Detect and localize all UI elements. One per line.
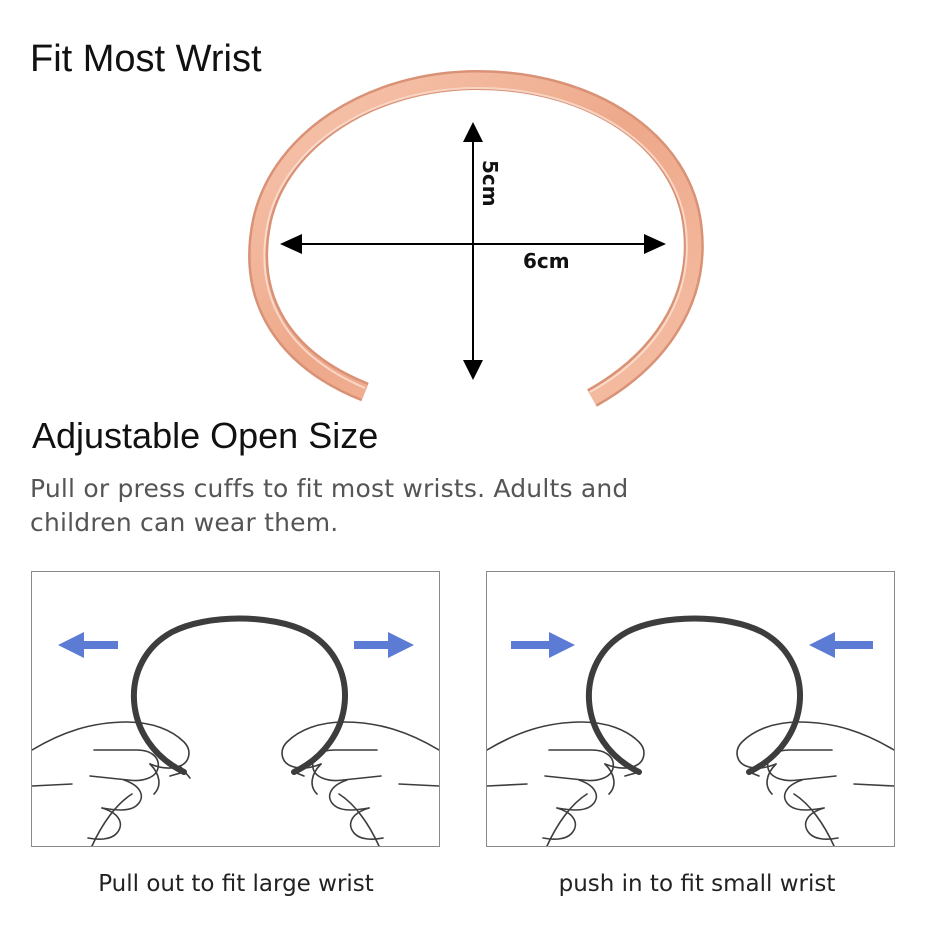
push-in-illustration — [486, 615, 895, 847]
pull-out-caption: Pull out to fit large wrist — [98, 871, 374, 897]
page-title: Fit Most Wrist — [30, 38, 262, 80]
arrow-left-icon — [58, 632, 118, 658]
bangle-diagram: 5cm 6cm — [248, 69, 704, 407]
section-title: Adjustable Open Size — [32, 415, 379, 456]
right-hand-icon — [736, 721, 895, 847]
width-arrow — [280, 234, 666, 254]
right-hand-icon — [281, 721, 440, 847]
push-in-panel — [486, 571, 895, 847]
height-arrow — [463, 122, 483, 380]
arrow-right-icon — [354, 632, 414, 658]
description-text: Pull or press cuffs to fit most wrists. … — [30, 474, 629, 537]
push-in-caption: push in to fit small wrist — [558, 871, 836, 897]
left-hand-icon — [486, 721, 645, 847]
left-hand-icon — [31, 721, 191, 847]
arrow-right-icon — [511, 632, 575, 658]
pull-out-illustration — [31, 615, 440, 847]
arrow-left-icon — [809, 632, 873, 658]
bangle-image — [248, 69, 704, 407]
width-label: 6cm — [523, 249, 570, 273]
height-label: 5cm — [478, 160, 502, 207]
pull-out-panel — [31, 571, 440, 847]
